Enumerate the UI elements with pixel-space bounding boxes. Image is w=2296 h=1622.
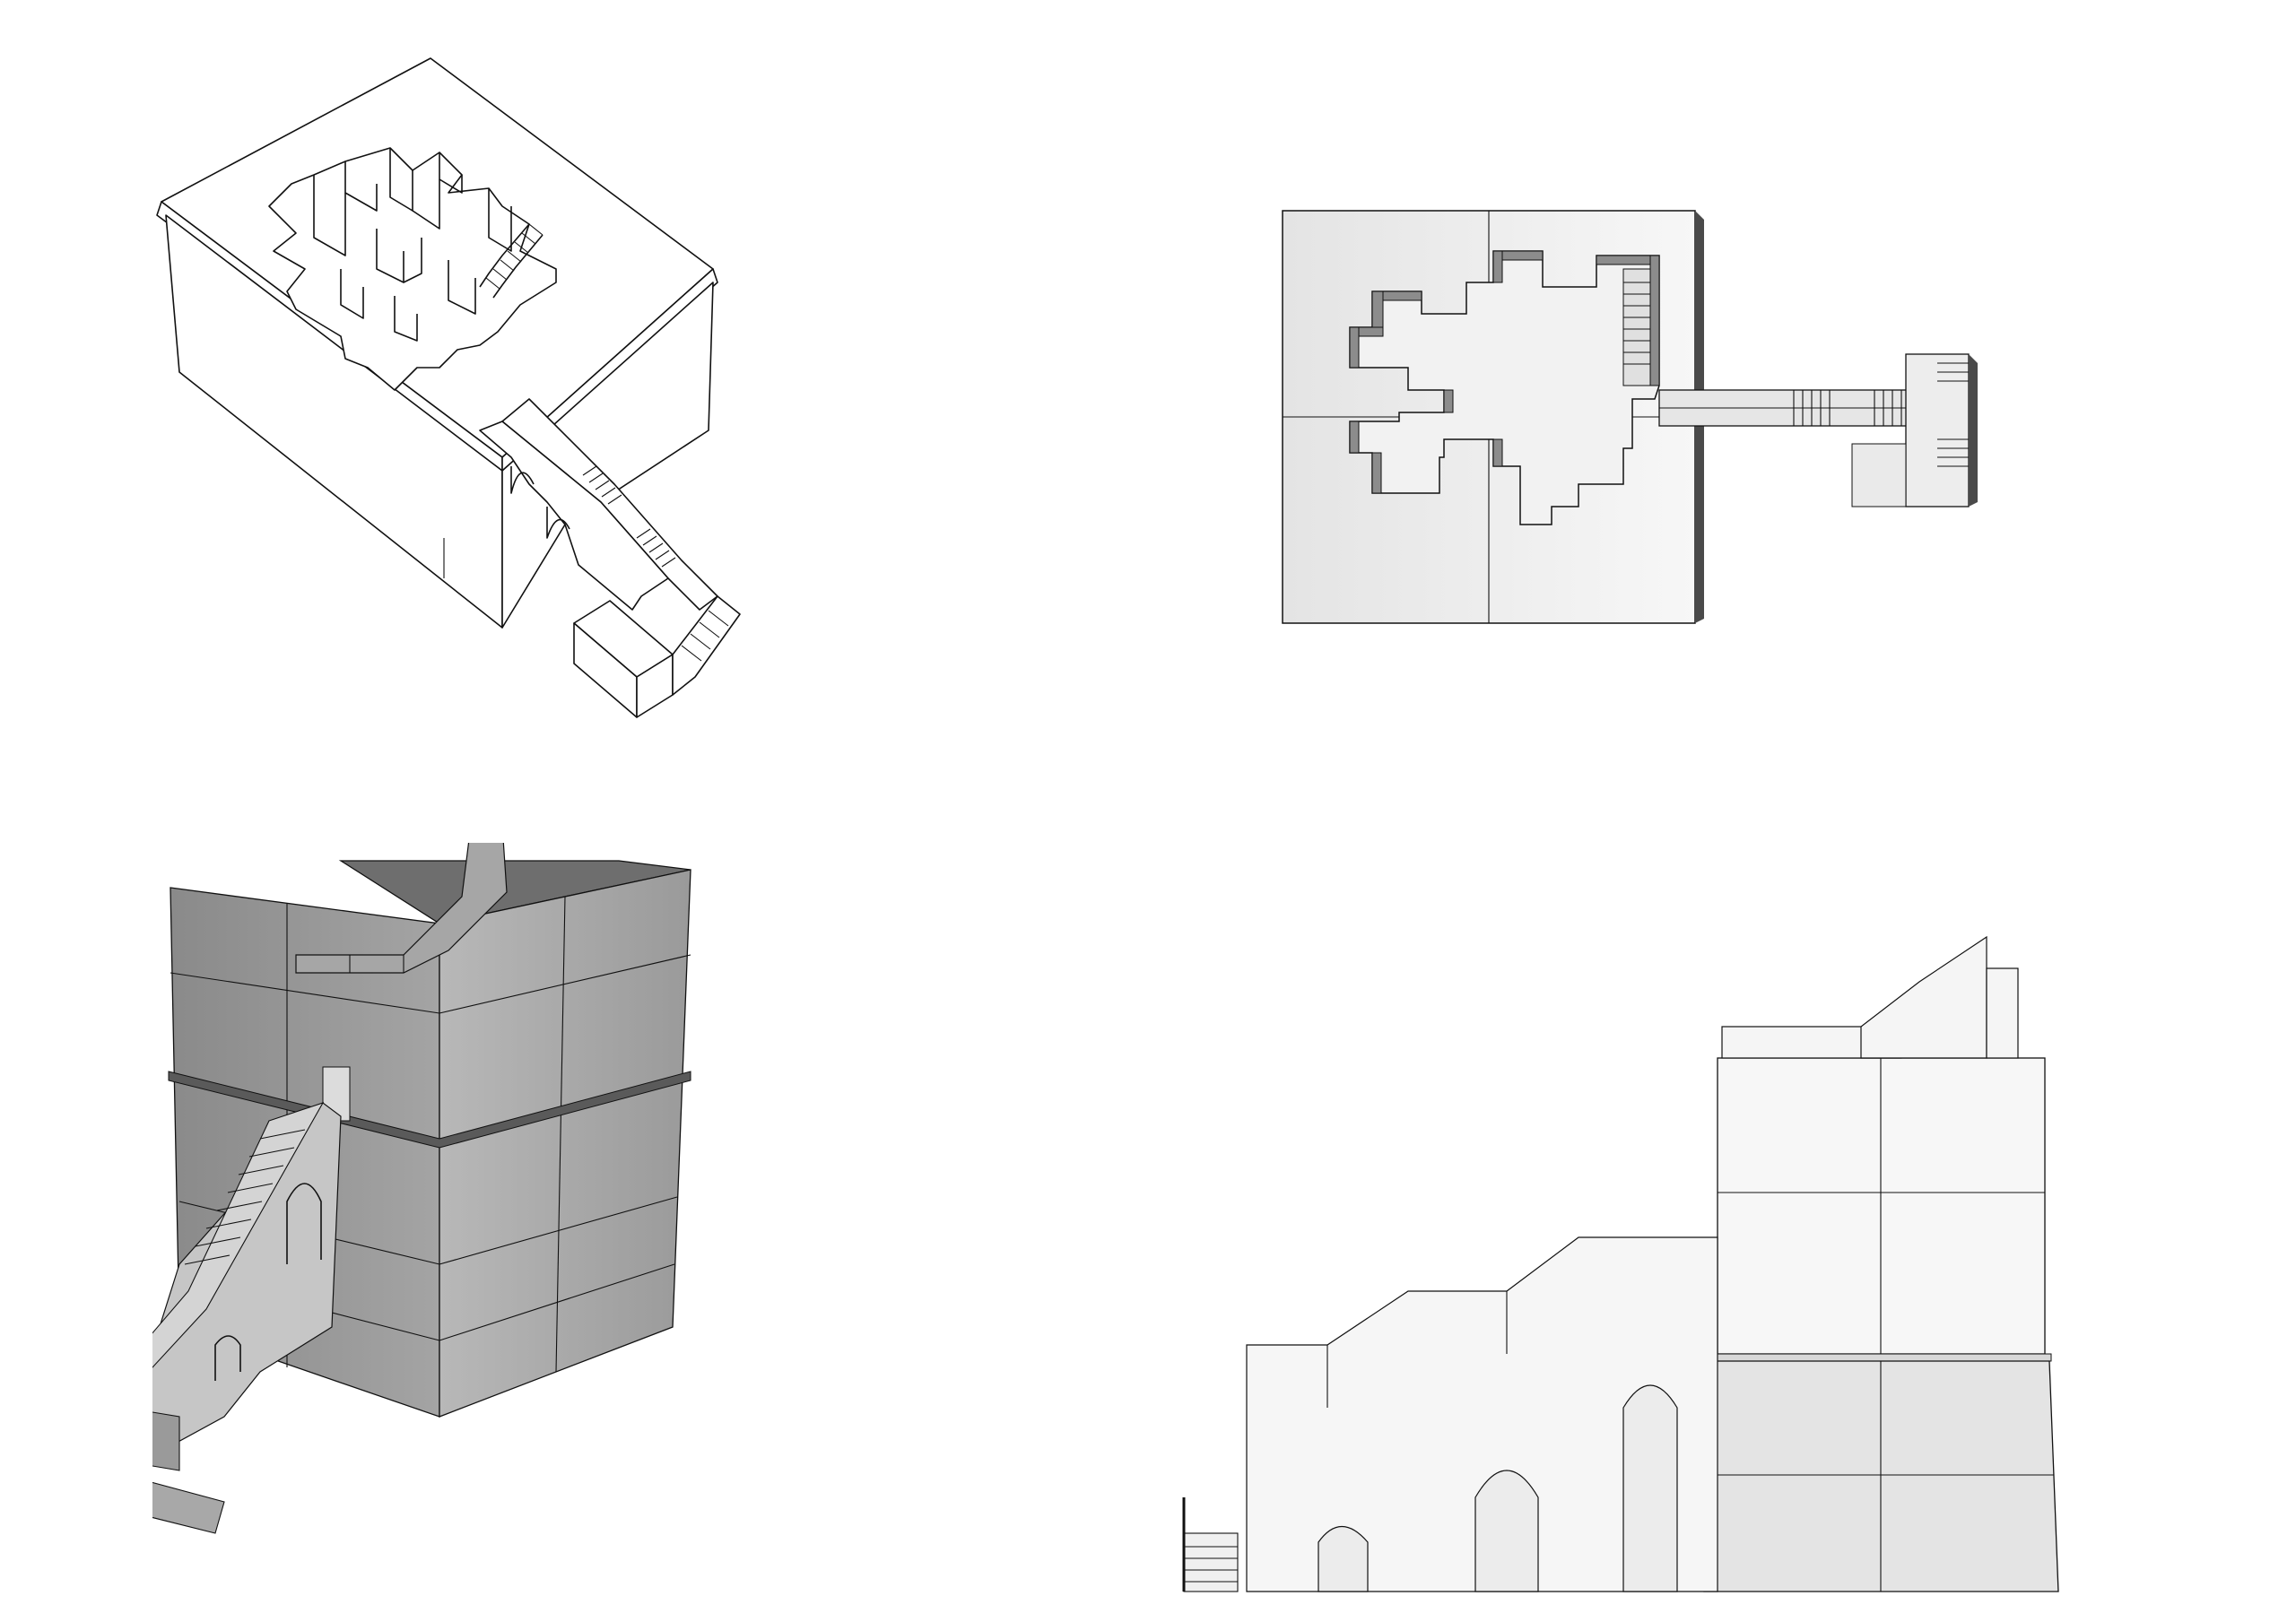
plan-svg (1282, 210, 1978, 624)
elevation-arch-2 (1474, 1470, 1539, 1592)
axonometric-line-drawing (135, 36, 942, 780)
elevation-roof-hood (1860, 935, 1987, 1059)
shaded-stair-treads (184, 1129, 306, 1265)
elevation-svg (1182, 935, 2059, 1592)
lower-stair-treads (681, 610, 729, 662)
plan-courtyard-walls (1349, 250, 1660, 494)
shaded-right-face (439, 869, 691, 1418)
elevation-low-stair (1183, 1532, 1239, 1592)
plan-stair-tower-shadow (1969, 354, 1978, 507)
bridge-stair-treads (582, 465, 676, 568)
shaded-arch-2 (214, 1335, 241, 1381)
arch-1 (510, 466, 535, 494)
elevation-arch-3 (1318, 1526, 1369, 1592)
courtyard-stair-treads (485, 223, 544, 290)
shaded-lower-stair (152, 1481, 225, 1534)
elevation-roof-post (1986, 967, 2019, 1059)
elevation-cornice (1709, 1353, 2052, 1362)
axonometric-line-svg (156, 57, 741, 718)
elevation-low-stair-treads (1184, 1546, 1238, 1583)
elevation-arch-1 (1622, 1384, 1678, 1592)
shaded-cornice (168, 1071, 691, 1149)
axonometric-shaded-svg (152, 843, 691, 1534)
block-cornice-right (501, 268, 718, 472)
block-right-wall (501, 282, 714, 629)
arcade-wall (479, 421, 669, 611)
plan-stair-tower (1905, 353, 1970, 507)
elevation-arcade (1246, 1236, 1718, 1592)
plan-courtyard-stair (1622, 268, 1651, 386)
shaded-stair-flight (152, 1102, 325, 1368)
shaded-lower-block (152, 1411, 180, 1471)
shaded-arch-1 (286, 1183, 322, 1264)
plan-tower-treads (1937, 362, 1969, 467)
top-plan-view (1256, 188, 2063, 655)
side-elevation (1166, 924, 2269, 1605)
shaded-door-slot (322, 1066, 351, 1122)
courtyard-outline (268, 147, 557, 391)
arch-2 (546, 507, 570, 539)
axonometric-shaded-view (152, 843, 960, 1587)
